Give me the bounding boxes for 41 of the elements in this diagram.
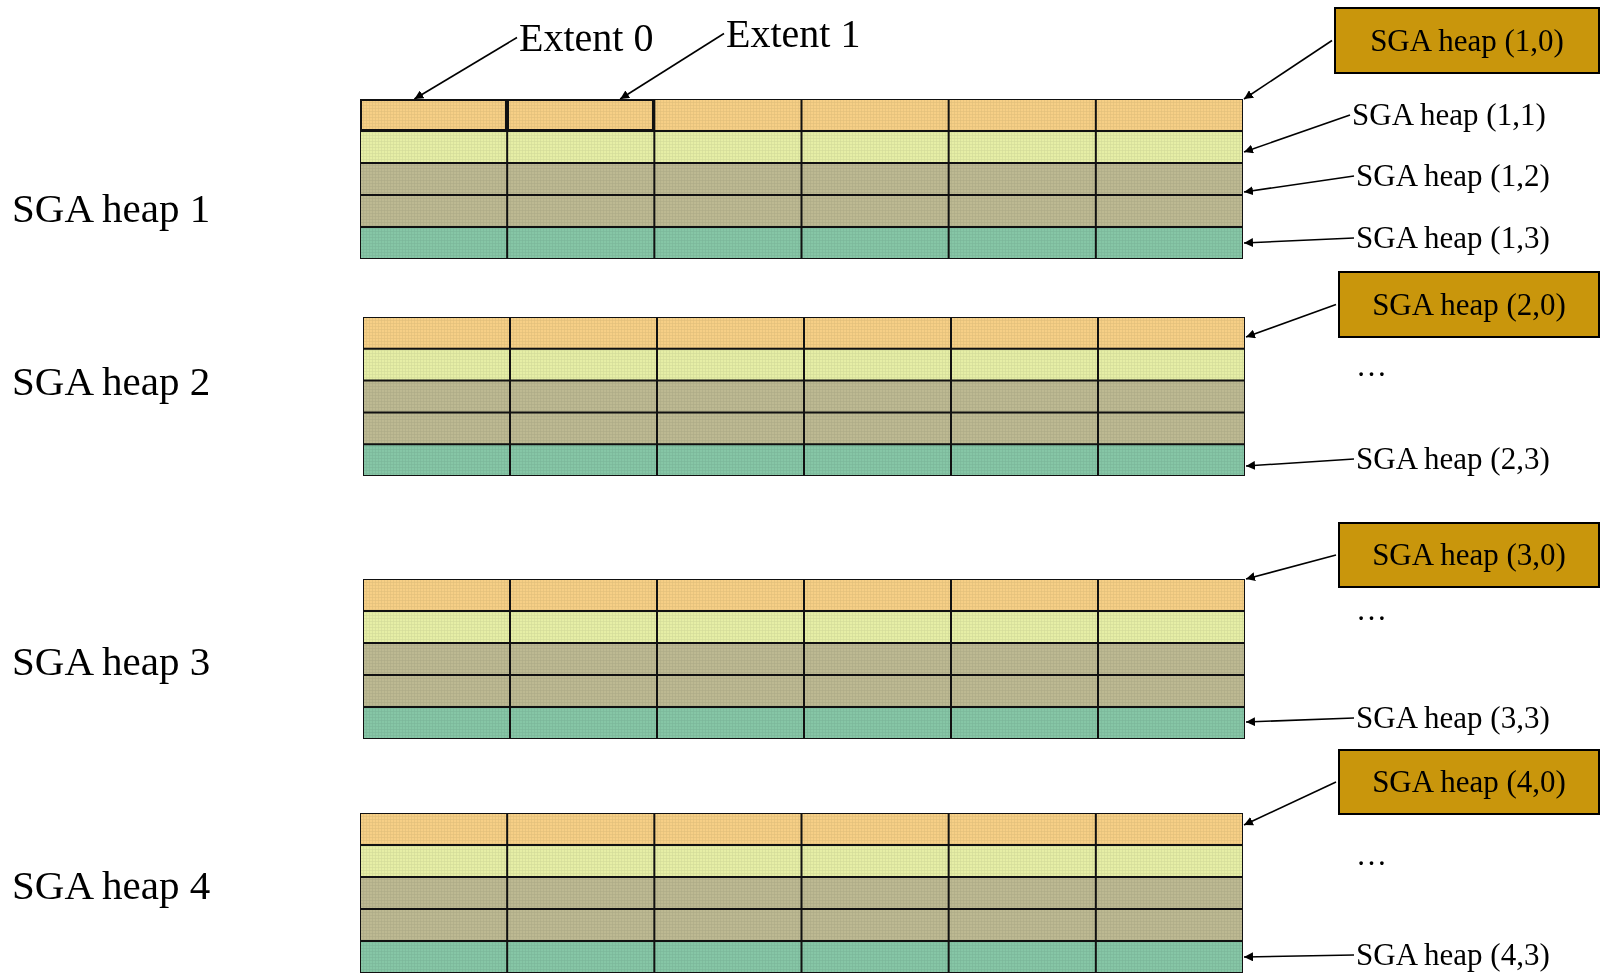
arrow (1243, 237, 1355, 248)
arrow (1245, 458, 1355, 470)
arrow (1243, 952, 1355, 962)
heap-name: SGA heap 4 (12, 861, 211, 909)
heap-label: SGA heap (3,3) (1356, 700, 1550, 735)
extent-cell (507, 99, 654, 131)
arrow (619, 32, 725, 100)
heap-label: SGA heap (2,0) (1372, 286, 1566, 323)
arrow (1245, 303, 1337, 339)
heap-label: SGA heap (2,3) (1356, 441, 1550, 476)
heap-label: SGA heap (4,0) (1372, 764, 1566, 800)
ellipsis: … (1356, 348, 1387, 384)
arrow (413, 36, 518, 100)
heap-label: SGA heap (4,3) (1356, 937, 1550, 972)
heap-name: SGA heap 2 (12, 357, 211, 405)
heap-label-box (1338, 749, 1600, 815)
heap-label: SGA heap (3,0) (1372, 537, 1566, 573)
heap-name: SGA heap 1 (12, 184, 211, 232)
heap-label: SGA heap (1,0) (1370, 22, 1564, 59)
extent-grid (360, 813, 1243, 973)
extent-label: Extent 1 (726, 11, 861, 56)
arrow (1243, 781, 1337, 826)
arrow (1245, 554, 1337, 582)
ellipsis: … (1356, 837, 1387, 873)
heap-label-box (1338, 271, 1600, 338)
heap-label: SGA heap (1,1) (1352, 97, 1546, 132)
extent-grid (363, 317, 1245, 476)
arrow (1243, 39, 1333, 100)
heap-label: SGA heap (1,3) (1356, 220, 1550, 255)
ellipsis: … (1356, 592, 1387, 628)
extent-label: Extent 0 (519, 15, 654, 60)
heap-label-box (1334, 7, 1600, 74)
heap-label-box (1338, 522, 1600, 588)
arrow (1243, 175, 1355, 196)
extent-grid (363, 579, 1245, 739)
heap-label: SGA heap (1,2) (1356, 158, 1550, 193)
extent-grid (360, 99, 1243, 259)
arrow (1243, 114, 1351, 154)
arrow (1245, 717, 1355, 727)
extent-cell (360, 99, 507, 131)
heap-name: SGA heap 3 (12, 637, 211, 685)
